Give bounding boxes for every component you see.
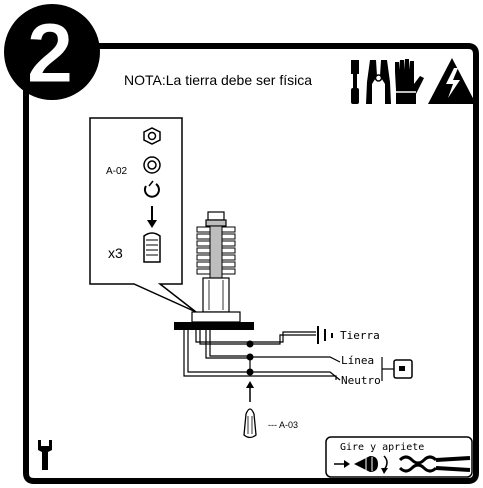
wire-junctions [246,340,254,376]
hex-nut-icon [143,127,161,145]
pliers-icon [366,60,391,104]
step-badge: 2 [4,4,100,101]
hardware-callout [89,117,197,313]
lock-washer-icon [143,180,160,198]
flat-washer-icon [143,156,161,174]
wiring-lines [183,330,341,381]
wire-nut-icon [243,408,257,439]
ground-symbol-icon [317,326,333,344]
switch-bracket [381,357,394,381]
hardware-part-code: A-02 [106,166,128,177]
screwdriver-icon [351,60,359,104]
twist-connector-icon [354,456,378,472]
gloves-icon [395,59,424,104]
threaded-stud-icon [143,232,161,263]
hardware-quantity: x3 [108,245,123,261]
connector-code: --- A-03 [268,420,298,430]
down-arrow-icon [147,206,157,228]
ground-label: Tierra [340,329,380,342]
wrench-icon [38,440,52,470]
up-arrow-icon [246,381,254,402]
twist-direction-icon [381,455,388,474]
light-fixture [174,211,254,330]
neutral-label: Neutro [341,374,381,387]
instruction-text: Gire y apriete [340,442,424,453]
twisted-wires-icon [398,455,471,473]
switch-icon [393,359,413,379]
right-arrow-icon [334,460,350,468]
diagram-frame [23,43,479,484]
electrical-hazard-icon [428,58,476,104]
note-text: NOTA:La tierra debe ser física [124,72,312,88]
step-number: 2 [27,6,74,100]
line-label: Línea [341,354,374,367]
